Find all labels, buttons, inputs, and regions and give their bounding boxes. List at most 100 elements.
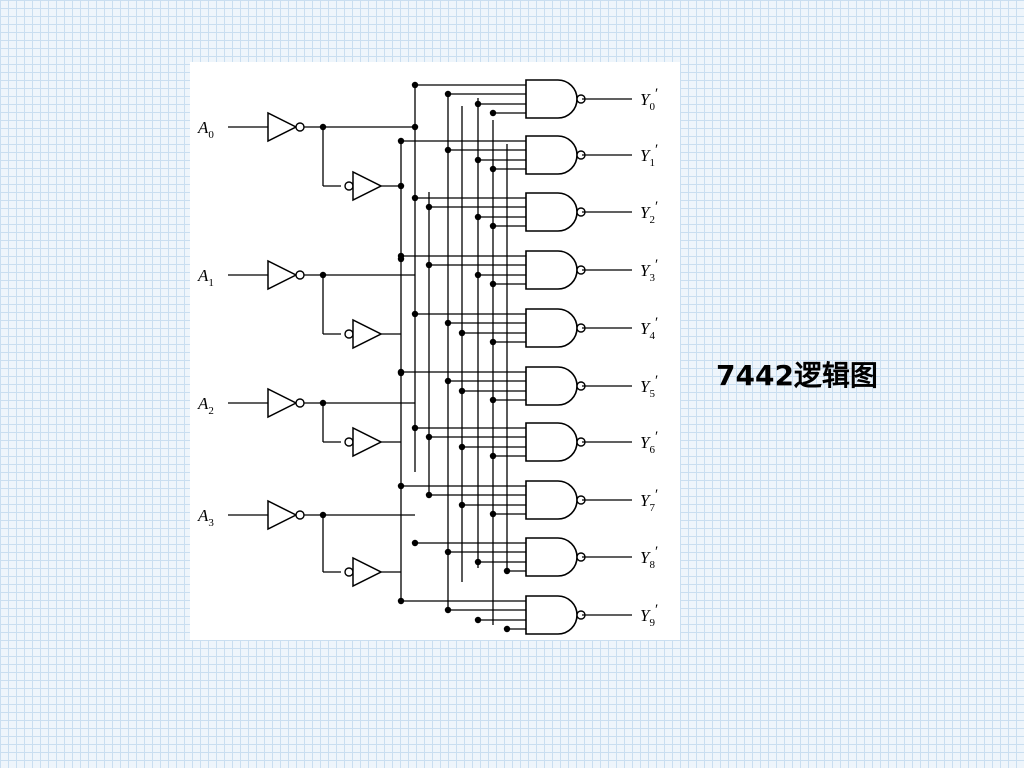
junction-dot xyxy=(474,558,482,566)
label-subscript: 3 xyxy=(208,517,214,529)
junction-dot xyxy=(503,567,511,575)
label-letter: Y xyxy=(640,606,651,625)
input-label: A0 xyxy=(197,118,214,141)
label-letter: Y xyxy=(640,203,651,222)
junction-dot xyxy=(489,338,497,346)
junction-dot xyxy=(458,329,466,337)
label-prime: ′ xyxy=(655,142,658,158)
junction-dot xyxy=(411,310,419,318)
junction-dot xyxy=(444,548,452,556)
second-inverter xyxy=(344,318,383,350)
junction-dot xyxy=(319,123,327,131)
input-label: A2 xyxy=(197,394,214,417)
label-prime: ′ xyxy=(655,487,658,503)
junction-dot xyxy=(474,213,482,221)
label-letter: Y xyxy=(640,146,651,165)
junction-dot xyxy=(489,396,497,404)
buffer-triangle xyxy=(352,556,383,588)
nand-body xyxy=(525,192,578,232)
nand-gate xyxy=(525,537,586,577)
label-subscript: 1 xyxy=(649,157,655,169)
label-letter: Y xyxy=(640,90,651,109)
nand-body xyxy=(525,480,578,520)
junction-dot xyxy=(503,625,511,633)
label-prime: ′ xyxy=(655,544,658,560)
junction-dot xyxy=(489,510,497,518)
label-letter: Y xyxy=(640,261,651,280)
junction-dot xyxy=(489,109,497,117)
label-letter: Y xyxy=(640,548,651,567)
label-letter: Y xyxy=(640,319,651,338)
nand-body xyxy=(525,595,578,635)
junction-dot xyxy=(444,606,452,614)
inversion-bubble xyxy=(344,181,354,191)
inverter-triangle xyxy=(267,499,298,531)
label-subscript: 0 xyxy=(208,129,214,141)
inversion-bubble xyxy=(295,122,305,132)
input-inverter xyxy=(267,387,305,419)
output-label: Y3′ xyxy=(640,257,658,284)
output-label: Y1′ xyxy=(640,142,658,169)
junction-dot xyxy=(425,433,433,441)
input-inverter xyxy=(267,259,305,291)
label-prime: ′ xyxy=(655,315,658,331)
output-label: Y9′ xyxy=(640,602,658,629)
junction-dot xyxy=(397,482,405,490)
label-prime: ′ xyxy=(655,373,658,389)
output-label: Y2′ xyxy=(640,199,658,226)
junction-dot xyxy=(411,123,419,131)
label-subscript: 5 xyxy=(649,388,655,400)
output-label: Y7′ xyxy=(640,487,658,514)
junction-dot xyxy=(397,597,405,605)
label-prime: ′ xyxy=(655,199,658,215)
output-label: Y5′ xyxy=(640,373,658,400)
junction-dot xyxy=(425,491,433,499)
junction-dot xyxy=(397,252,405,260)
nand-gate xyxy=(525,79,586,119)
label-prime: ′ xyxy=(655,257,658,273)
junction-dot xyxy=(319,511,327,519)
label-subscript: 9 xyxy=(649,617,655,629)
output-label: Y4′ xyxy=(640,315,658,342)
second-inverter xyxy=(344,170,383,202)
junction-dot xyxy=(411,424,419,432)
input-label: A3 xyxy=(197,506,214,529)
nand-gate xyxy=(525,422,586,462)
label-letter: Y xyxy=(640,491,651,510)
nand-gate xyxy=(525,480,586,520)
junction-dot xyxy=(411,194,419,202)
inversion-bubble xyxy=(344,567,354,577)
nand-gate xyxy=(525,308,586,348)
inverter-triangle xyxy=(267,259,298,291)
label-subscript: 2 xyxy=(208,405,214,417)
junction-dot xyxy=(474,156,482,164)
label-prime: ′ xyxy=(655,602,658,618)
second-inverter xyxy=(344,556,383,588)
second-inverter xyxy=(344,426,383,458)
junction-dot xyxy=(411,81,419,89)
label-letter: Y xyxy=(640,377,651,396)
junction-dot xyxy=(425,261,433,269)
inversion-bubble xyxy=(344,437,354,447)
junction-dot xyxy=(397,137,405,145)
label-letter: A xyxy=(197,266,209,285)
junction-dot xyxy=(489,280,497,288)
junction-dot xyxy=(458,387,466,395)
output-label: Y8′ xyxy=(640,544,658,571)
label-letter: Y xyxy=(640,433,651,452)
junction-dot xyxy=(489,222,497,230)
label-subscript: 4 xyxy=(649,330,655,342)
label-subscript: 6 xyxy=(649,444,655,456)
junction-dot xyxy=(474,100,482,108)
buffer-triangle xyxy=(352,426,383,458)
input-inverter xyxy=(267,499,305,531)
junction-dot xyxy=(319,399,327,407)
inversion-bubble xyxy=(295,510,305,520)
junction-dot xyxy=(474,616,482,624)
label-letter: A xyxy=(197,394,209,413)
nand-body xyxy=(525,422,578,462)
inversion-bubble xyxy=(295,398,305,408)
inverter-triangle xyxy=(267,111,298,143)
